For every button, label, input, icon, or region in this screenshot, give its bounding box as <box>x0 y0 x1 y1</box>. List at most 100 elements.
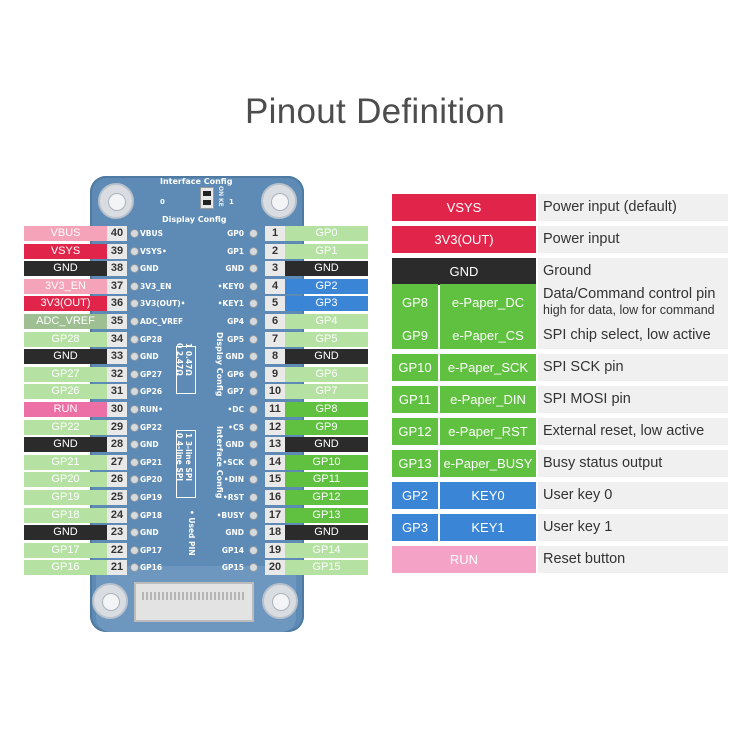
legend-pin: GP2 <box>392 482 438 509</box>
pin-label: GP22 <box>24 419 107 435</box>
pin-number: 35 <box>107 314 127 329</box>
pin-number: 23 <box>107 525 127 541</box>
legend-pin: VSYS <box>392 194 536 221</box>
pin-label: GP26 <box>24 384 107 400</box>
pin-number: 15 <box>265 472 285 488</box>
pin-pad <box>249 317 258 326</box>
board-pin-label: ADC_VREF <box>140 317 184 326</box>
legend-description: SPI SCK pin <box>538 354 728 381</box>
pin-label: GP6 <box>285 366 368 382</box>
board-pin-label: GP0 <box>227 229 244 238</box>
pin-number: 4 <box>265 278 285 294</box>
pin-number: 32 <box>107 366 127 382</box>
pin-label: GP9 <box>285 419 368 435</box>
fpc-connector <box>134 582 254 622</box>
board-pin-label: GP26 <box>140 387 163 397</box>
pin-label: GP15 <box>285 560 368 576</box>
legend-pin: GP11 <box>392 386 438 413</box>
page-title: Pinout Definition <box>245 92 505 131</box>
board-pin-label: GND <box>140 440 159 450</box>
board-pin-label: •CS <box>228 422 244 432</box>
pin-pad <box>249 545 258 555</box>
legend-pin: RUN <box>392 546 536 573</box>
pin-pad <box>130 545 139 555</box>
pin-label: GP18 <box>24 507 107 523</box>
pin-label: GP10 <box>285 454 368 470</box>
pin-label: GP11 <box>285 472 368 488</box>
board-pin-label: •BUSY <box>216 510 244 520</box>
pin-number: 6 <box>265 314 285 329</box>
board-pin-label: GP6 <box>227 369 244 379</box>
board-pin-label: GP14 <box>221 545 244 555</box>
board-pin-label: GP1 <box>227 246 244 256</box>
legend-function: e-Paper_SCK <box>440 354 536 381</box>
pin-pad <box>249 229 258 238</box>
pin-number: 13 <box>265 437 285 453</box>
legend-description-line: SPI MOSI pin <box>543 391 631 407</box>
pin-pad <box>130 317 139 326</box>
legend-description-line: Ground <box>543 263 592 279</box>
legend-description: SPI chip select, low active <box>538 322 728 349</box>
pin-label: GP2 <box>285 278 368 294</box>
board-pin-label: GP22 <box>140 422 163 432</box>
pin-label: GP0 <box>285 226 368 241</box>
legend-description-line: External reset, low active <box>543 423 705 439</box>
legend-function: e-Paper_RST <box>440 418 536 445</box>
legend-description: Reset button <box>538 546 728 573</box>
board-pin-label: 3V3(OUT)• <box>140 299 186 309</box>
pin-label: GP19 <box>24 490 107 505</box>
switch-on-label: ON <box>217 186 224 197</box>
pin-number: 1 <box>265 226 285 241</box>
pin-number: 26 <box>107 472 127 488</box>
pin-pad <box>130 299 139 309</box>
board-pin-label: GP20 <box>140 475 163 485</box>
mounting-hole-top-right <box>261 183 297 219</box>
legend-description-line: User key 0 <box>543 487 613 503</box>
pin-label: GP28 <box>24 331 107 347</box>
pin-number: 39 <box>107 243 127 259</box>
board-pin-label: GND <box>225 264 244 274</box>
pin-number: 12 <box>265 419 285 435</box>
board-pin-label: RUN• <box>140 405 163 414</box>
pin-number: 19 <box>265 542 285 558</box>
legend-pin: GP13 <box>392 450 438 477</box>
pin-number: 16 <box>265 490 285 505</box>
pin-pad <box>249 422 258 432</box>
pin-pad <box>249 475 258 485</box>
legend-pin: GP10 <box>392 354 438 381</box>
pin-pad <box>130 422 139 432</box>
pin-number: 33 <box>107 349 127 365</box>
pin-label: GP16 <box>24 560 107 576</box>
pin-label: GP7 <box>285 384 368 400</box>
legend-row: RUN Reset button <box>392 546 730 573</box>
board-pin-label: GP18 <box>140 510 163 520</box>
pin-number: 22 <box>107 542 127 558</box>
pin-pad <box>249 510 258 520</box>
pin-pad <box>249 369 258 379</box>
legend-function: e-Paper_CS <box>440 322 536 349</box>
pin-pad <box>249 405 258 414</box>
board-pin-label: GP19 <box>140 493 163 502</box>
display-config-table <box>176 346 196 394</box>
legend-description-line: Reset button <box>543 551 626 567</box>
dip-switch[interactable] <box>200 187 214 209</box>
pin-pad <box>249 528 258 538</box>
board-pin-label: GP28 <box>140 334 163 344</box>
mounting-hole-top-left <box>98 183 134 219</box>
legend-pin: GP9 <box>392 322 438 349</box>
display-config-label: Display Config <box>162 215 227 224</box>
board-pin-label: GND <box>140 352 159 362</box>
pin-label: GND <box>285 437 368 453</box>
pin-pad <box>249 457 258 467</box>
board-pin-label: •RST <box>222 493 244 502</box>
legend-description-line: SPI chip select, low active <box>543 327 711 343</box>
pin-pad <box>130 334 139 344</box>
board-pin-label: •KEY1 <box>217 299 244 309</box>
pin-label: 3V3(OUT) <box>24 296 107 312</box>
pin-pad <box>249 493 258 502</box>
